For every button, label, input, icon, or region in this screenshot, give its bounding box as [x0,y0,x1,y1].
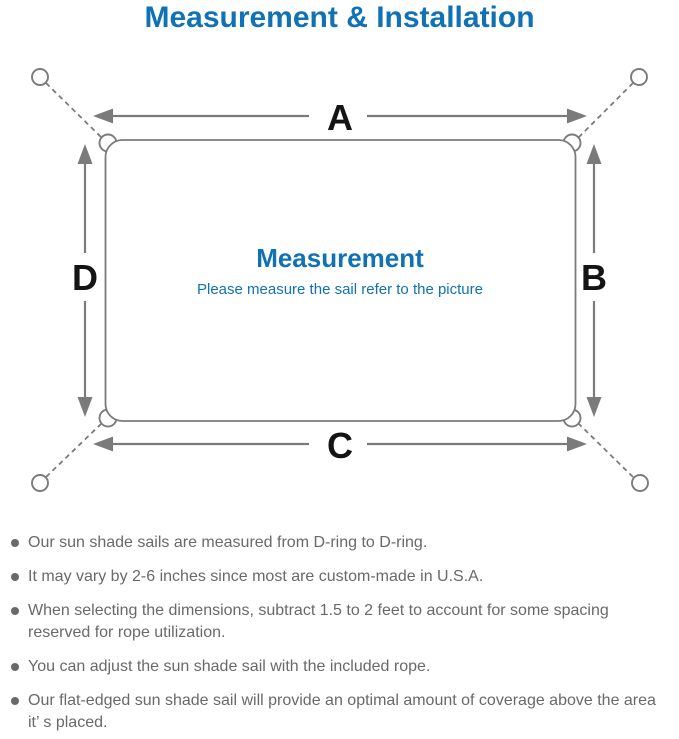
note-text: It may vary by 2-6 inches since most are… [28,568,484,585]
anchor-ring-icon-top-left [31,68,49,86]
bullet-icon [11,697,19,705]
dimension-label-d: D [72,257,98,298]
dimension-arrow-a [93,108,587,124]
note-text: Our flat-edged sun shade sail will provi… [28,692,656,731]
list-item: When selecting the dimensions, subtract … [11,600,667,644]
note-text: Our sun shade sails are measured from D-… [28,534,428,551]
dimension-label-c: C [327,425,353,466]
bullet-icon [11,573,19,581]
dimension-arrow-d [77,144,93,417]
note-text: You can adjust the sun shade sail with t… [28,658,431,675]
sail-measurement-diagram: A B C D [31,68,649,492]
list-item: It may vary by 2-6 inches since most are… [11,566,667,588]
dimension-label-a: A [327,97,353,138]
diagram-center-title: Measurement [256,243,424,273]
note-text: When selecting the dimensions, subtract … [28,602,609,641]
bullet-icon [11,539,19,547]
sail-outline [104,139,577,422]
list-item: You can adjust the sun shade sail with t… [11,656,667,678]
diagram-center-subtitle: Please measure the sail refer to the pic… [197,281,483,298]
anchor-ring-icon-bottom-left [31,474,49,492]
dimension-arrow-c [93,436,587,452]
attachment-dashed-line-bottom-left [45,423,102,478]
attachment-dashed-line-top-right [578,82,634,138]
page-title: Measurement & Installation [144,1,535,34]
bullet-icon [11,607,19,615]
attachment-dashed-line-bottom-right [578,423,634,478]
dimension-label-b: B [581,257,607,298]
anchor-ring-icon-bottom-right [631,474,649,492]
bullet-icon [11,663,19,671]
anchor-ring-icon-top-right [630,68,648,86]
notes-list: Our sun shade sails are measured from D-… [11,532,667,739]
diagram-center-caption: Measurement Please measure the sail refe… [105,243,575,299]
list-item: Our sun shade sails are measured from D-… [11,532,667,554]
attachment-dashed-line-top-left [45,82,102,138]
dimension-arrow-b [586,144,602,417]
list-item: Our flat-edged sun shade sail will provi… [11,690,667,734]
